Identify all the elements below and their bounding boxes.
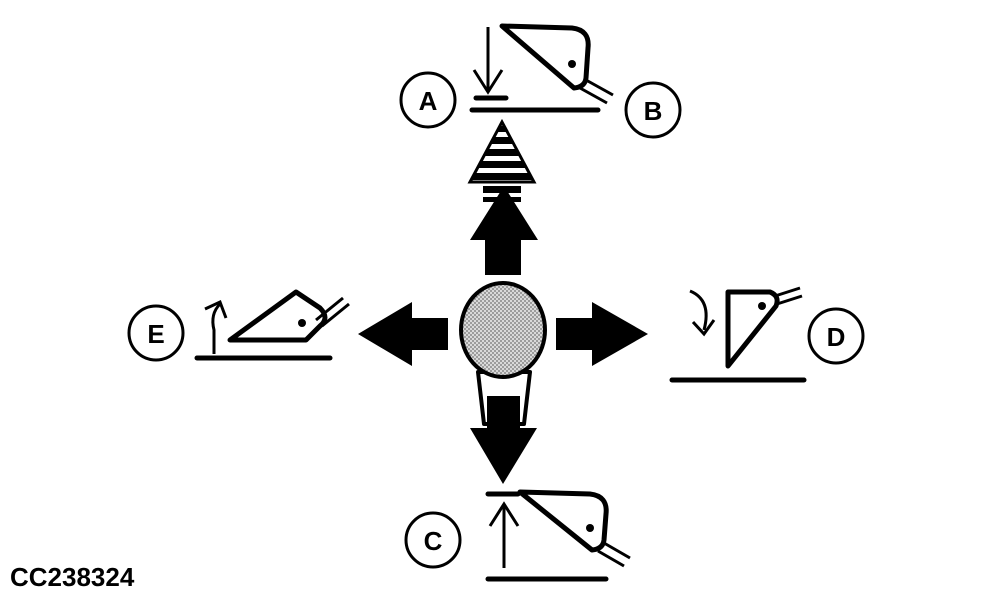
boom-down-symbol (469, 27, 601, 113)
label-b: B (644, 96, 663, 126)
arrow-left (358, 302, 448, 366)
label-d: D (827, 322, 846, 352)
arrow-up (470, 186, 538, 275)
bucket-icon-top (499, 23, 614, 105)
label-a-circle: A (399, 71, 457, 129)
label-e: E (147, 319, 164, 349)
bucket-icon-bottom (517, 489, 631, 568)
arrow-down (470, 396, 537, 484)
label-e-circle: E (127, 304, 185, 362)
figure-code: CC238324 (10, 562, 135, 592)
label-b-circle: B (624, 81, 682, 139)
bucket-curl-symbol (194, 289, 350, 361)
label-c: C (424, 526, 443, 556)
label-d-circle: D (807, 307, 865, 365)
arrow-right (556, 302, 648, 366)
label-c-circle: C (404, 511, 462, 569)
bucket-dump-symbol (669, 286, 807, 383)
boom-up-symbol (485, 491, 609, 582)
label-a: A (419, 86, 438, 116)
